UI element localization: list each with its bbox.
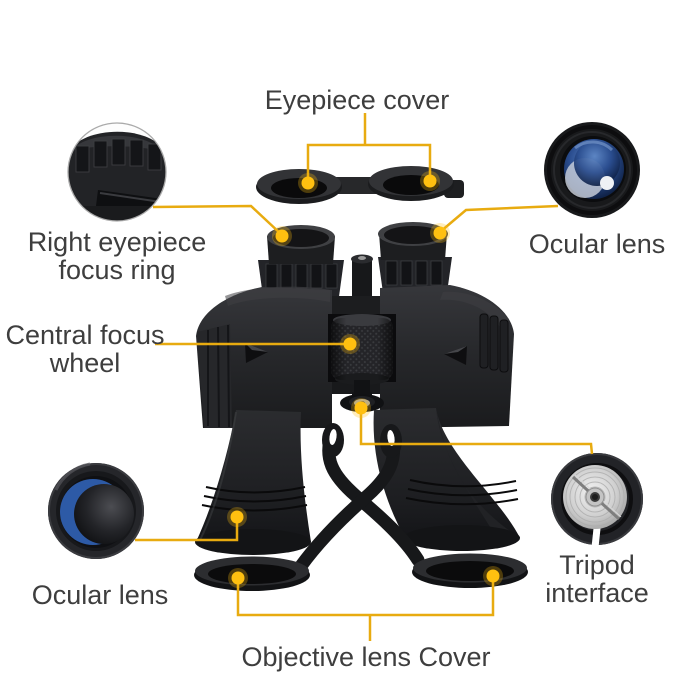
callout-dot-objective-cover-right: [486, 569, 500, 583]
tripod-interface-inset-photo: [551, 453, 643, 549]
callout-dot-central-focus-wheel: [343, 337, 357, 351]
leader-ocular-lens-top: [439, 204, 559, 233]
label-ocular-lens-bottom: Ocular lens: [31, 580, 169, 610]
label-eyepiece-cover: Eyepiece cover: [264, 85, 450, 115]
label-right-eyepiece-focus-ring: Right eyepiece focus ring: [27, 227, 207, 285]
leader-right-eyepiece-focus-ring: [152, 204, 283, 236]
left-objective-barrel: [195, 410, 311, 555]
cover-straps: [294, 423, 425, 573]
eyepieces: [258, 222, 452, 304]
leader-ocular-lens-bottom: [135, 519, 239, 542]
callout-dot-right-eyepiece-focus-ring: [275, 229, 289, 243]
label-tripod-interface: Tripod interface: [545, 550, 649, 608]
leader-eyepiece-cover-bracket: [306, 143, 432, 183]
callout-dot-ocular-lens-top: [433, 226, 447, 240]
callout-lines: [135, 113, 594, 641]
leader-objective-cover-bracket: [236, 580, 495, 617]
binoculars-photo: [194, 166, 528, 591]
label-ocular-lens-top: Ocular lens: [528, 229, 666, 259]
callout-dot-eyepiece-cover-left: [301, 176, 315, 190]
label-objective-lens-cover: Objective lens Cover: [241, 642, 491, 672]
ocular-lens-bottom-inset-photo: [48, 462, 144, 559]
callout-dots: [227, 171, 503, 588]
callout-dot-tripod-interface: [354, 401, 368, 415]
label-central-focus-wheel: Central focus wheel: [5, 320, 165, 378]
focus-ring-inset-photo: [67, 122, 167, 222]
leader-tripod-interface: [359, 412, 594, 455]
callout-dot-ocular-lens-bottom: [230, 510, 244, 524]
central-focus-wheel-part: [328, 314, 396, 394]
callout-dot-eyepiece-cover-right: [423, 174, 437, 188]
right-housing: [380, 285, 514, 428]
left-housing: [196, 286, 332, 428]
left-objective-cover: [194, 556, 310, 591]
right-objective-barrel: [373, 408, 520, 551]
callout-dot-objective-cover-left: [231, 571, 245, 585]
ocular-lens-top-inset-photo: [544, 122, 640, 218]
